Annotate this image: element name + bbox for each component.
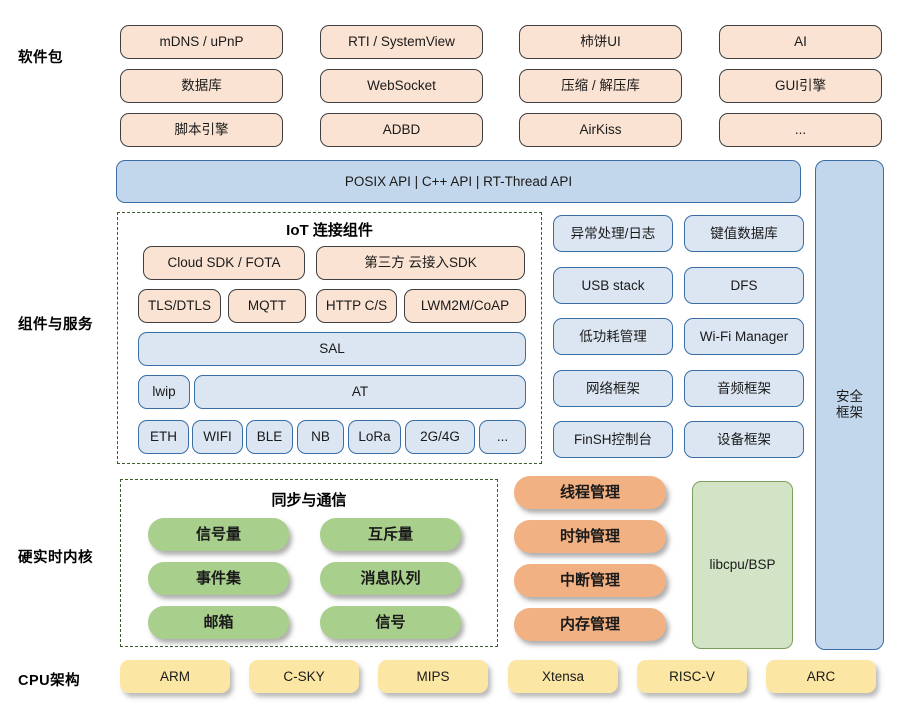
section-label-components-services: 组件与服务 (18, 317, 93, 333)
kernel-management-box[interactable]: 时钟管理 (514, 520, 666, 553)
iot-lwip-box[interactable]: lwip (138, 375, 190, 409)
kernel-management-box[interactable]: 内存管理 (514, 608, 666, 641)
kernel-sync-box[interactable]: 信号量 (148, 518, 289, 551)
cpu-arch-box[interactable]: MIPS (378, 660, 488, 693)
kernel-management-box[interactable]: 中断管理 (514, 564, 666, 597)
iot-protocol-box[interactable]: HTTP C/S (316, 289, 397, 323)
kernel-sync-box[interactable]: 邮箱 (148, 606, 289, 639)
iot-link-box[interactable]: ... (479, 420, 526, 454)
cpu-arch-box[interactable]: ARM (120, 660, 230, 693)
package-box[interactable]: ... (719, 113, 882, 147)
kernel-sync-box[interactable]: 互斥量 (320, 518, 461, 551)
iot-sdk-box[interactable]: Cloud SDK / FOTA (143, 246, 305, 280)
package-box[interactable]: mDNS / uPnP (120, 25, 283, 59)
section-label-cpu-architecture: CPU架构 (18, 673, 81, 689)
component-box[interactable]: DFS (684, 267, 804, 304)
package-box[interactable]: AirKiss (519, 113, 682, 147)
package-box[interactable]: GUI引擎 (719, 69, 882, 103)
section-label-software-package: 软件包 (18, 50, 63, 66)
cpu-arch-box[interactable]: Xtensa (508, 660, 618, 693)
cpu-arch-box[interactable]: RISC-V (637, 660, 747, 693)
kernel-sync-box[interactable]: 事件集 (148, 562, 289, 595)
package-box[interactable]: ADBD (320, 113, 483, 147)
component-box[interactable]: 音频框架 (684, 370, 804, 407)
cpu-arch-box[interactable]: C-SKY (249, 660, 359, 693)
package-box[interactable]: WebSocket (320, 69, 483, 103)
kernel-sync-box[interactable]: 消息队列 (320, 562, 461, 595)
package-box[interactable]: 脚本引擎 (120, 113, 283, 147)
security-framework-column[interactable]: 安全 框架 (815, 160, 884, 650)
component-box[interactable]: Wi-Fi Manager (684, 318, 804, 355)
component-box[interactable]: 设备框架 (684, 421, 804, 458)
iot-sal-box[interactable]: SAL (138, 332, 526, 366)
kernel-sync-box[interactable]: 信号 (320, 606, 461, 639)
security-framework-label-line2: 框架 (836, 405, 863, 420)
iot-link-box[interactable]: NB (297, 420, 344, 454)
sync-communication-group (120, 479, 498, 647)
libcpu-bsp-box[interactable]: libcpu/BSP (692, 481, 793, 649)
iot-protocol-box[interactable]: TLS/DTLS (138, 289, 221, 323)
section-label-hard-realtime-kernel: 硬实时内核 (18, 550, 93, 566)
iot-link-box[interactable]: WIFI (192, 420, 243, 454)
cpu-arch-box[interactable]: ARC (766, 660, 876, 693)
component-box[interactable]: 网络框架 (553, 370, 673, 407)
package-box[interactable]: RTI / SystemView (320, 25, 483, 59)
package-box[interactable]: 柿饼UI (519, 25, 682, 59)
iot-link-box[interactable]: ETH (138, 420, 189, 454)
iot-at-box[interactable]: AT (194, 375, 526, 409)
iot-protocol-box[interactable]: LWM2M/CoAP (404, 289, 526, 323)
iot-link-box[interactable]: LoRa (348, 420, 401, 454)
component-box[interactable]: FinSH控制台 (553, 421, 673, 458)
component-box[interactable]: 异常处理/日志 (553, 215, 673, 252)
package-box[interactable]: 数据库 (120, 69, 283, 103)
sync-communication-title: 同步与通信 (271, 492, 347, 509)
component-box[interactable]: 键值数据库 (684, 215, 804, 252)
component-box[interactable]: USB stack (553, 267, 673, 304)
package-box[interactable]: AI (719, 25, 882, 59)
iot-group-title: IoT 连接组件 (286, 222, 373, 239)
iot-link-box[interactable]: 2G/4G (405, 420, 475, 454)
component-box[interactable]: 低功耗管理 (553, 318, 673, 355)
kernel-management-box[interactable]: 线程管理 (514, 476, 666, 509)
security-framework-label-line1: 安全 (836, 389, 863, 405)
iot-connectivity-group (117, 212, 542, 464)
iot-link-box[interactable]: BLE (246, 420, 293, 454)
package-box[interactable]: 压缩 / 解压库 (519, 69, 682, 103)
iot-sdk-box[interactable]: 第三方 云接入SDK (316, 246, 525, 280)
iot-protocol-box[interactable]: MQTT (228, 289, 306, 323)
api-bar[interactable]: POSIX API | C++ API | RT-Thread API (116, 160, 801, 203)
